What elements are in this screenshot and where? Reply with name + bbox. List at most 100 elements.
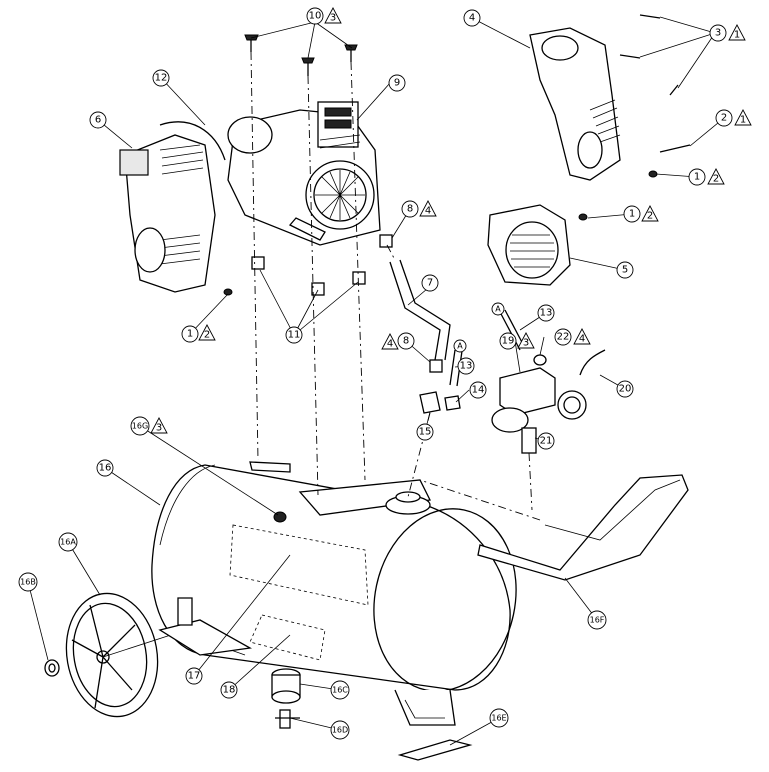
svg-text:16D: 16D (332, 726, 348, 735)
svg-text:1: 1 (629, 209, 635, 220)
svg-text:9: 9 (394, 78, 400, 89)
callout-17: 17 (185, 667, 203, 685)
wheel-16a (65, 592, 246, 718)
svg-text:8: 8 (403, 336, 409, 347)
screw-1 (648, 170, 658, 178)
callout-1-top-right: 1 (688, 168, 706, 186)
svg-text:18: 18 (223, 685, 236, 696)
pump-motor (227, 101, 381, 246)
note-19: 3 (517, 332, 535, 349)
callout-16d: 16D (330, 720, 350, 740)
wheel-nut (44, 659, 60, 677)
drain-valve (271, 668, 301, 729)
svg-text:2: 2 (647, 211, 653, 222)
fan-cover-5 (487, 204, 571, 286)
svg-text:3: 3 (523, 338, 529, 349)
callout-13-mid: 13 (457, 357, 475, 375)
isolator (311, 282, 325, 296)
svg-text:2: 2 (204, 330, 210, 341)
callout-19: 19 (499, 332, 517, 350)
callout-8-bottom: 8 (397, 332, 415, 350)
note-16g: 3 (150, 417, 168, 434)
isolator (352, 271, 366, 285)
svg-text:13: 13 (460, 361, 473, 372)
callout-16g: 16G (130, 416, 150, 436)
shroud-6 (119, 134, 216, 293)
svg-text:A: A (495, 305, 501, 314)
callout-10: 10 (306, 7, 324, 25)
pin-2 (659, 144, 691, 153)
callout-5: 5 (616, 261, 634, 279)
callout-22: 22 (554, 328, 572, 346)
note-8-top: 4 (419, 200, 437, 217)
screws-10 (244, 34, 358, 76)
svg-text:10: 10 (309, 11, 322, 22)
svg-text:8: 8 (407, 204, 413, 215)
svg-text:15: 15 (419, 427, 432, 438)
callout-16a: 16A (58, 532, 78, 552)
svg-text:4: 4 (469, 13, 475, 24)
svg-text:14: 14 (472, 385, 485, 396)
callout-3: 3 (709, 24, 727, 42)
callout-20: 20 (616, 380, 634, 398)
tube-7 (389, 261, 441, 361)
svg-text:21: 21 (540, 436, 553, 447)
note-2: 1 (734, 109, 752, 126)
svg-text:1: 1 (740, 115, 746, 126)
svg-text:1: 1 (694, 172, 700, 183)
air-tank (151, 461, 517, 726)
svg-text:19: 19 (502, 336, 515, 347)
svg-text:3: 3 (715, 28, 721, 39)
callout-21: 21 (537, 432, 555, 450)
callout-16f: 16F (587, 610, 607, 630)
callout-6: 6 (89, 111, 107, 129)
handle-16f (477, 474, 689, 581)
svg-text:17: 17 (188, 671, 201, 682)
callout-13-top: 13 (537, 304, 555, 322)
svg-text:16G: 16G (132, 422, 148, 431)
svg-text:4: 4 (387, 339, 393, 350)
shroud-4 (529, 27, 621, 181)
note-22: 4 (573, 328, 591, 345)
callout-11: 11 (285, 326, 303, 344)
callout-14: 14 (469, 381, 487, 399)
svg-text:2: 2 (721, 113, 727, 124)
svg-text:22: 22 (557, 332, 570, 343)
svg-text:A: A (457, 342, 463, 351)
svg-text:16A: 16A (60, 538, 76, 547)
note-8-bottom: 4 (381, 333, 399, 350)
svg-text:4: 4 (425, 206, 431, 217)
svg-text:2: 2 (713, 174, 719, 185)
check-valve-15 (419, 391, 441, 414)
svg-text:5: 5 (622, 265, 628, 276)
svg-text:7: 7 (427, 278, 433, 289)
callout-8-top: 8 (401, 200, 419, 218)
svg-text:11: 11 (288, 330, 301, 341)
note-10: 3 (324, 7, 342, 24)
callout-18: 18 (220, 681, 238, 699)
callout-4: 4 (463, 9, 481, 27)
isolator (251, 256, 265, 270)
rubber-foot (397, 739, 473, 761)
svg-text:16: 16 (99, 463, 112, 474)
callout-1-mid-right: 1 (623, 205, 641, 223)
svg-text:12: 12 (155, 73, 168, 84)
svg-text:16C: 16C (332, 686, 348, 695)
safety-valve-21 (521, 427, 537, 454)
svg-text:6: 6 (95, 115, 101, 126)
fitting-22 (533, 354, 547, 366)
svg-text:1: 1 (734, 30, 740, 41)
callout-12: 12 (152, 69, 170, 87)
svg-text:20: 20 (619, 384, 632, 395)
callout-a-left: A (453, 339, 467, 353)
note-1-left: 2 (198, 324, 216, 341)
callout-a-right: A (491, 302, 505, 316)
svg-text:16B: 16B (20, 578, 36, 587)
fitting-8a (379, 234, 393, 248)
svg-text:16E: 16E (491, 714, 506, 723)
callout-16b: 16B (18, 572, 38, 592)
callout-1-left: 1 (181, 325, 199, 343)
label-18 (249, 614, 326, 661)
callout-16c: 16C (330, 680, 350, 700)
